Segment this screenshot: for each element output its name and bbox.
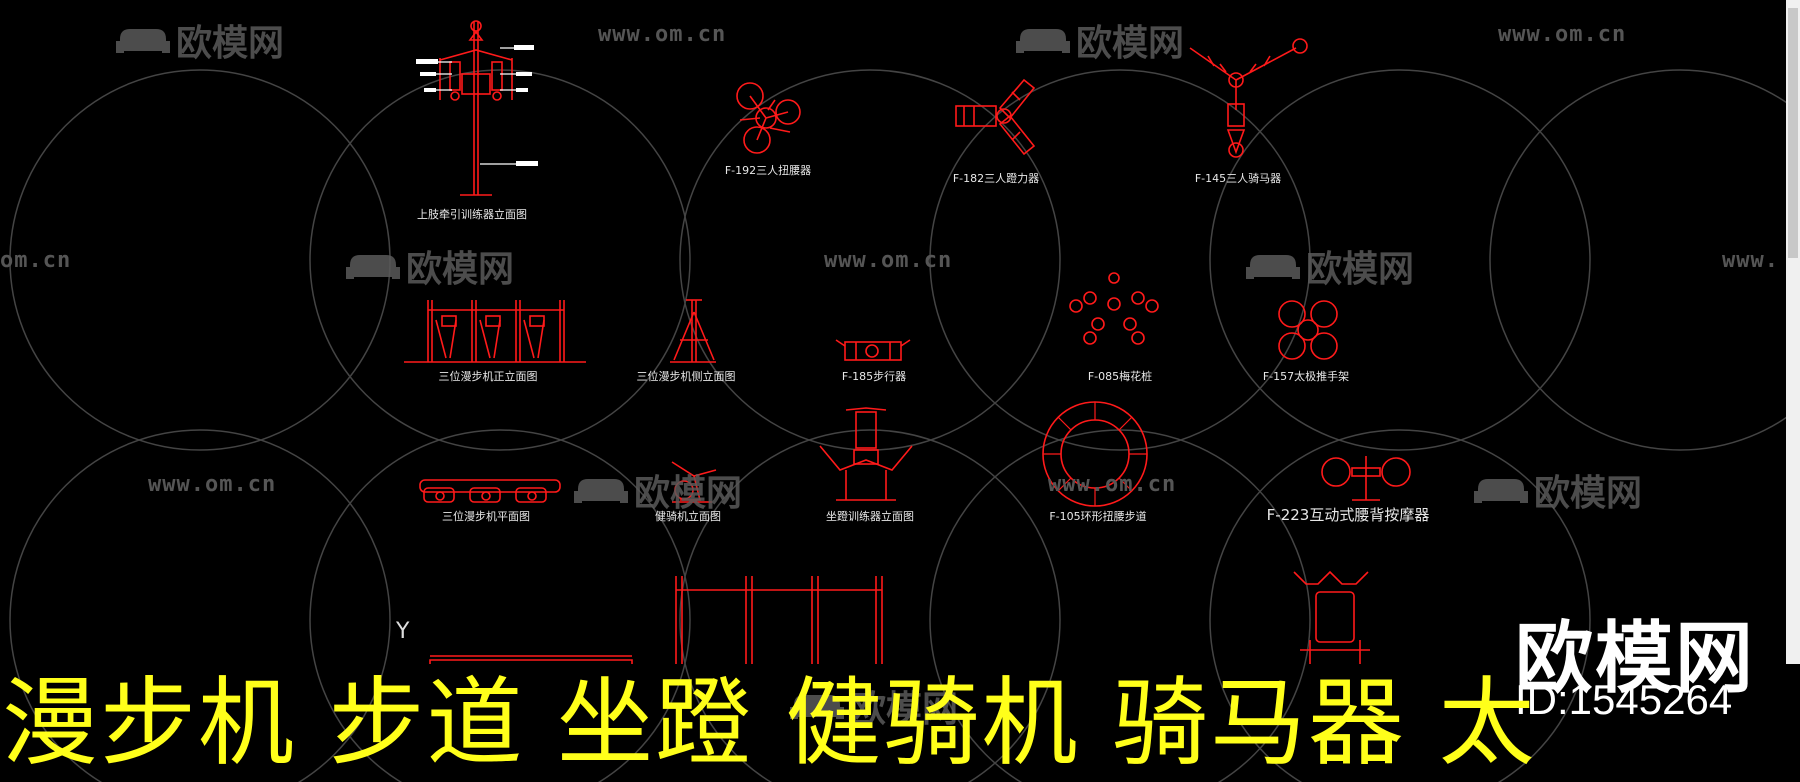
parallel-bar-drawing xyxy=(429,655,633,664)
walker-side-drawing xyxy=(670,299,716,363)
watermark-logo: 欧模网 xyxy=(346,240,514,292)
watermark-logo-text: 欧模网 xyxy=(406,249,515,290)
f185-drawing xyxy=(835,339,911,361)
f085-drawing xyxy=(1069,272,1159,345)
label-walker-plan: 三位漫步机平面图 xyxy=(442,510,530,523)
label-seat-press: 坐蹬训练器立面图 xyxy=(826,510,914,523)
f192-drawing xyxy=(736,82,801,154)
f223-drawing xyxy=(1321,456,1411,501)
leader-flags xyxy=(416,45,538,166)
watermark-circles xyxy=(9,69,1800,782)
banner-text: 漫步机 步道 坐蹬 健骑机 骑马器 太 xyxy=(2,667,1537,779)
sofa-icon xyxy=(1474,479,1528,503)
watermark-url: www.om.cn xyxy=(598,22,727,47)
label-f145: F-145三人骑马器 xyxy=(1194,172,1282,185)
scrollbar-thumb[interactable] xyxy=(1788,8,1798,258)
leader-lines xyxy=(432,47,532,165)
walker-front-drawing xyxy=(404,300,586,363)
brand-logo-text: 欧模网 xyxy=(1515,614,1756,704)
label-exercise-bike: 健骑机立面图 xyxy=(655,510,721,523)
watermark-logo-text: 欧模网 xyxy=(1306,249,1415,290)
vertical-scrollbar[interactable] xyxy=(1786,0,1800,664)
watermark-logo: 欧模网 xyxy=(790,680,958,732)
watermark-url: www.om.cn xyxy=(148,472,277,497)
ucs-y-axis: Y xyxy=(396,619,410,644)
watermark-logo-text: 欧模网 xyxy=(176,23,285,64)
f145-drawing xyxy=(1189,38,1308,158)
watermark-logo-text: 欧模网 xyxy=(634,473,743,514)
watermark-url: www. xyxy=(1722,248,1779,273)
watermark-logo: 欧模网 xyxy=(1474,464,1642,516)
label-f182: F-182三人蹬力器 xyxy=(952,172,1040,185)
sofa-icon xyxy=(574,479,628,503)
bar-frame-drawing xyxy=(675,576,883,664)
watermark-logo-text: 欧模网 xyxy=(850,689,959,730)
motorbike-trainer-drawing xyxy=(1293,570,1370,664)
seat-press-drawing xyxy=(819,407,913,501)
watermark-logo: 欧模网 xyxy=(574,464,742,516)
sofa-icon xyxy=(346,255,400,279)
watermark-logo-text: 欧模网 xyxy=(1534,473,1643,514)
label-f192: F-192三人扭腰器 xyxy=(724,164,812,177)
label-upper-limb-trainer: 上肢牵引训练器立面图 xyxy=(417,208,527,221)
sofa-icon xyxy=(116,29,170,53)
sofa-icon xyxy=(1246,255,1300,279)
brand-id: ID:1545264 xyxy=(1515,676,1733,723)
watermark-logo: 欧模网 xyxy=(1016,14,1184,66)
f105-drawing xyxy=(1042,401,1148,507)
watermark-url: www.om.cn xyxy=(1498,22,1627,47)
watermark-logo: 欧模网 xyxy=(116,14,284,66)
watermark-url: om.cn xyxy=(0,248,72,273)
label-f157: F-157太极推手架 xyxy=(1262,370,1350,383)
watermark-logo: 欧模网 xyxy=(1246,240,1414,292)
watermark-url: www.om.cn xyxy=(1048,472,1177,497)
f182-drawing xyxy=(955,78,1036,156)
label-f085: F-085梅花桩 xyxy=(1087,370,1153,383)
label-f223: F-223互动式腰背按摩器 xyxy=(1266,506,1430,524)
label-f105: F-105环形扭腰步道 xyxy=(1049,510,1147,523)
category-banner: 漫步机 步道 坐蹬 健骑机 骑马器 太 xyxy=(0,664,1800,782)
sofa-icon xyxy=(790,695,844,719)
exercise-bike-drawing xyxy=(671,461,717,503)
label-f185: F-185步行器 xyxy=(841,370,907,383)
label-walker-side: 三位漫步机侧立面图 xyxy=(636,370,736,383)
upper-limb-trainer-drawing xyxy=(439,20,513,196)
walker-plan-drawing xyxy=(419,479,561,503)
sofa-icon xyxy=(1016,29,1070,53)
cad-linework xyxy=(404,20,1411,664)
watermark-logo-text: 欧模网 xyxy=(1076,23,1185,64)
f157-drawing xyxy=(1278,300,1338,360)
watermark-url: www.om.cn xyxy=(824,248,953,273)
label-walker-front: 三位漫步机正立面图 xyxy=(438,370,538,383)
